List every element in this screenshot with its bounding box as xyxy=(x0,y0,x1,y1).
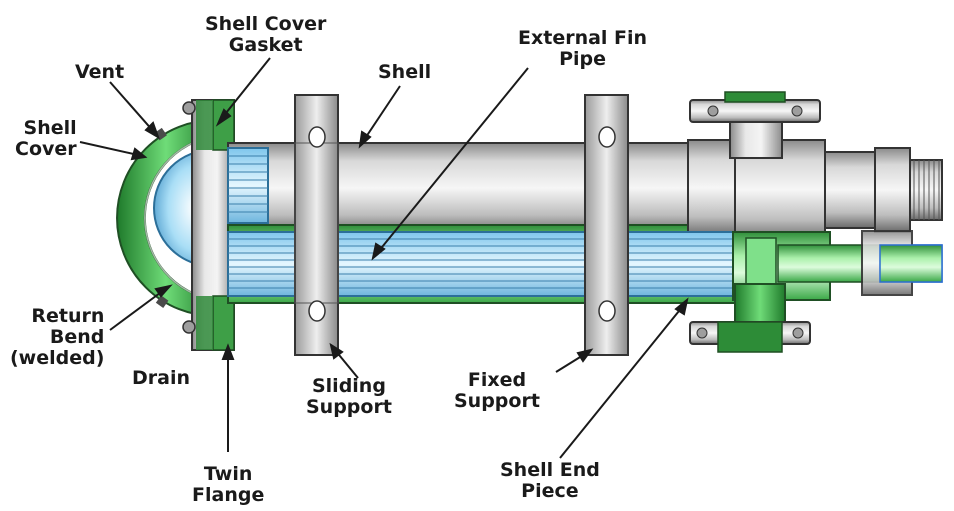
flange-bolt-top xyxy=(182,101,196,115)
label-shell-end-piece: Shell End Piece xyxy=(500,459,600,502)
label-twin-flange: Twin Flange xyxy=(192,463,265,506)
leader-lines xyxy=(79,57,689,459)
label-fixed-support: Fixed Support xyxy=(454,369,540,412)
label-drain: Drain xyxy=(132,367,191,389)
label-shell-cover: Shell Cover xyxy=(15,117,77,160)
flange-bolt-bottom xyxy=(182,320,196,334)
fixed-support xyxy=(584,94,629,356)
label-shell: Shell xyxy=(378,61,432,83)
label-sliding-support: Sliding Support xyxy=(306,375,392,418)
shell-end-piece xyxy=(732,230,943,301)
label-return-bend: Return Bend (welded) xyxy=(10,305,105,369)
sliding-support xyxy=(294,94,339,356)
label-vent: Vent xyxy=(75,61,125,83)
bottom-nozzle xyxy=(689,283,811,353)
top-nozzle xyxy=(689,91,821,159)
label-external-fin-pipe: External Fin Pipe xyxy=(518,27,648,70)
drain-nozzle xyxy=(155,295,169,308)
label-shell-cover-gasket: Shell Cover Gasket xyxy=(205,13,327,56)
